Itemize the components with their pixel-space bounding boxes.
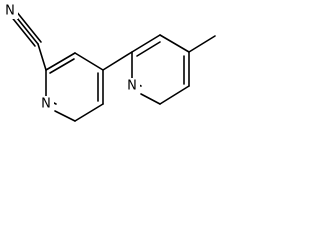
nitrile-to-ring-bond [37,43,47,71]
left-ring-bond-c2-c3 [45,52,76,71]
atom-label-layer: N N N [2,3,140,113]
nitrile-nitrogen-label-background [2,3,18,19]
nitrile-triple-bond-left [9,14,36,47]
left-ring-bond-c5-c6 [74,103,104,122]
right-pyridine-nitrogen-label: N [127,79,137,94]
right-ring-double-bond-inner-1 [136,41,161,57]
left-ring-double-bond-inner-1 [49,58,75,74]
nitrile-nitrogen-label: N [5,4,15,19]
biaryl-bond [102,51,133,71]
chemical-structure-diagram: N N N [2,3,216,122]
methyl-bond [188,35,216,53]
right-ring-bond-c2-c3 [131,34,161,53]
left-ring-bond-c3-c4 [74,52,104,71]
right-ring-bond-c6-n [140,93,161,105]
right-ring-bond-c5-c6 [159,85,190,105]
left-ring-bond-c6-n [54,110,76,122]
right-pyridine-nitrogen-label-background [123,78,140,95]
left-pyridine-nitrogen-label-background [37,96,54,113]
left-pyridine-nitrogen-label: N [41,97,51,112]
nitrile-triple-bond-right [15,10,42,43]
right-ring-bond-c3-c4 [159,34,190,53]
